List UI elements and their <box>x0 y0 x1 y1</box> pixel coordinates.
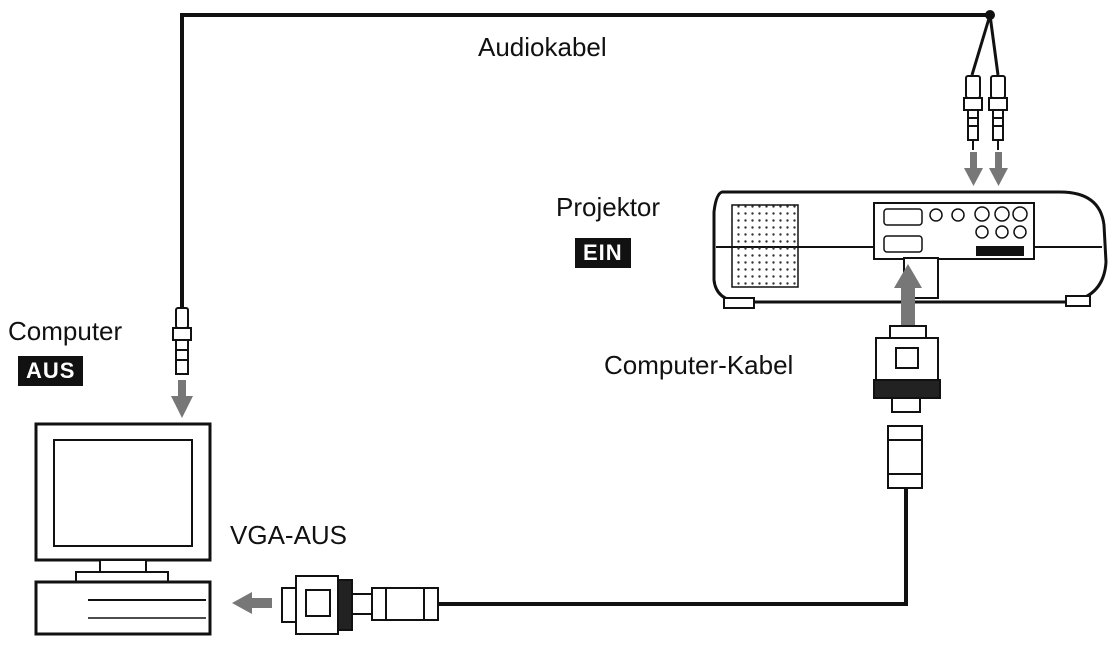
computer-cable-label: Computer-Kabel <box>604 350 794 380</box>
audio-cable-label: Audiokabel <box>478 32 607 62</box>
audio-arrow-left-icon <box>964 152 983 186</box>
computer <box>34 422 212 636</box>
projector-arrow-icon <box>894 264 922 328</box>
computer-label: Computer <box>8 316 123 346</box>
rca-plug-right <box>988 75 1008 150</box>
computer-state-badge: AUS <box>18 356 84 386</box>
rca-plug-left <box>963 75 983 150</box>
vga-plug-computer <box>281 575 439 635</box>
vga-out-label: VGA-AUS <box>230 520 348 550</box>
projector-label: Projektor <box>556 192 661 222</box>
vga-out-arrow-icon <box>232 592 272 614</box>
computer-cable <box>438 488 908 606</box>
computer-audio-arrow-icon <box>171 380 193 418</box>
projector <box>712 190 1108 309</box>
audio-arrow-right-icon <box>989 152 1008 186</box>
projector-state-badge: EIN <box>575 238 631 268</box>
vga-plug-projector <box>873 325 941 489</box>
audio-cable <box>180 10 1000 310</box>
rca-plug-computer <box>172 307 192 375</box>
